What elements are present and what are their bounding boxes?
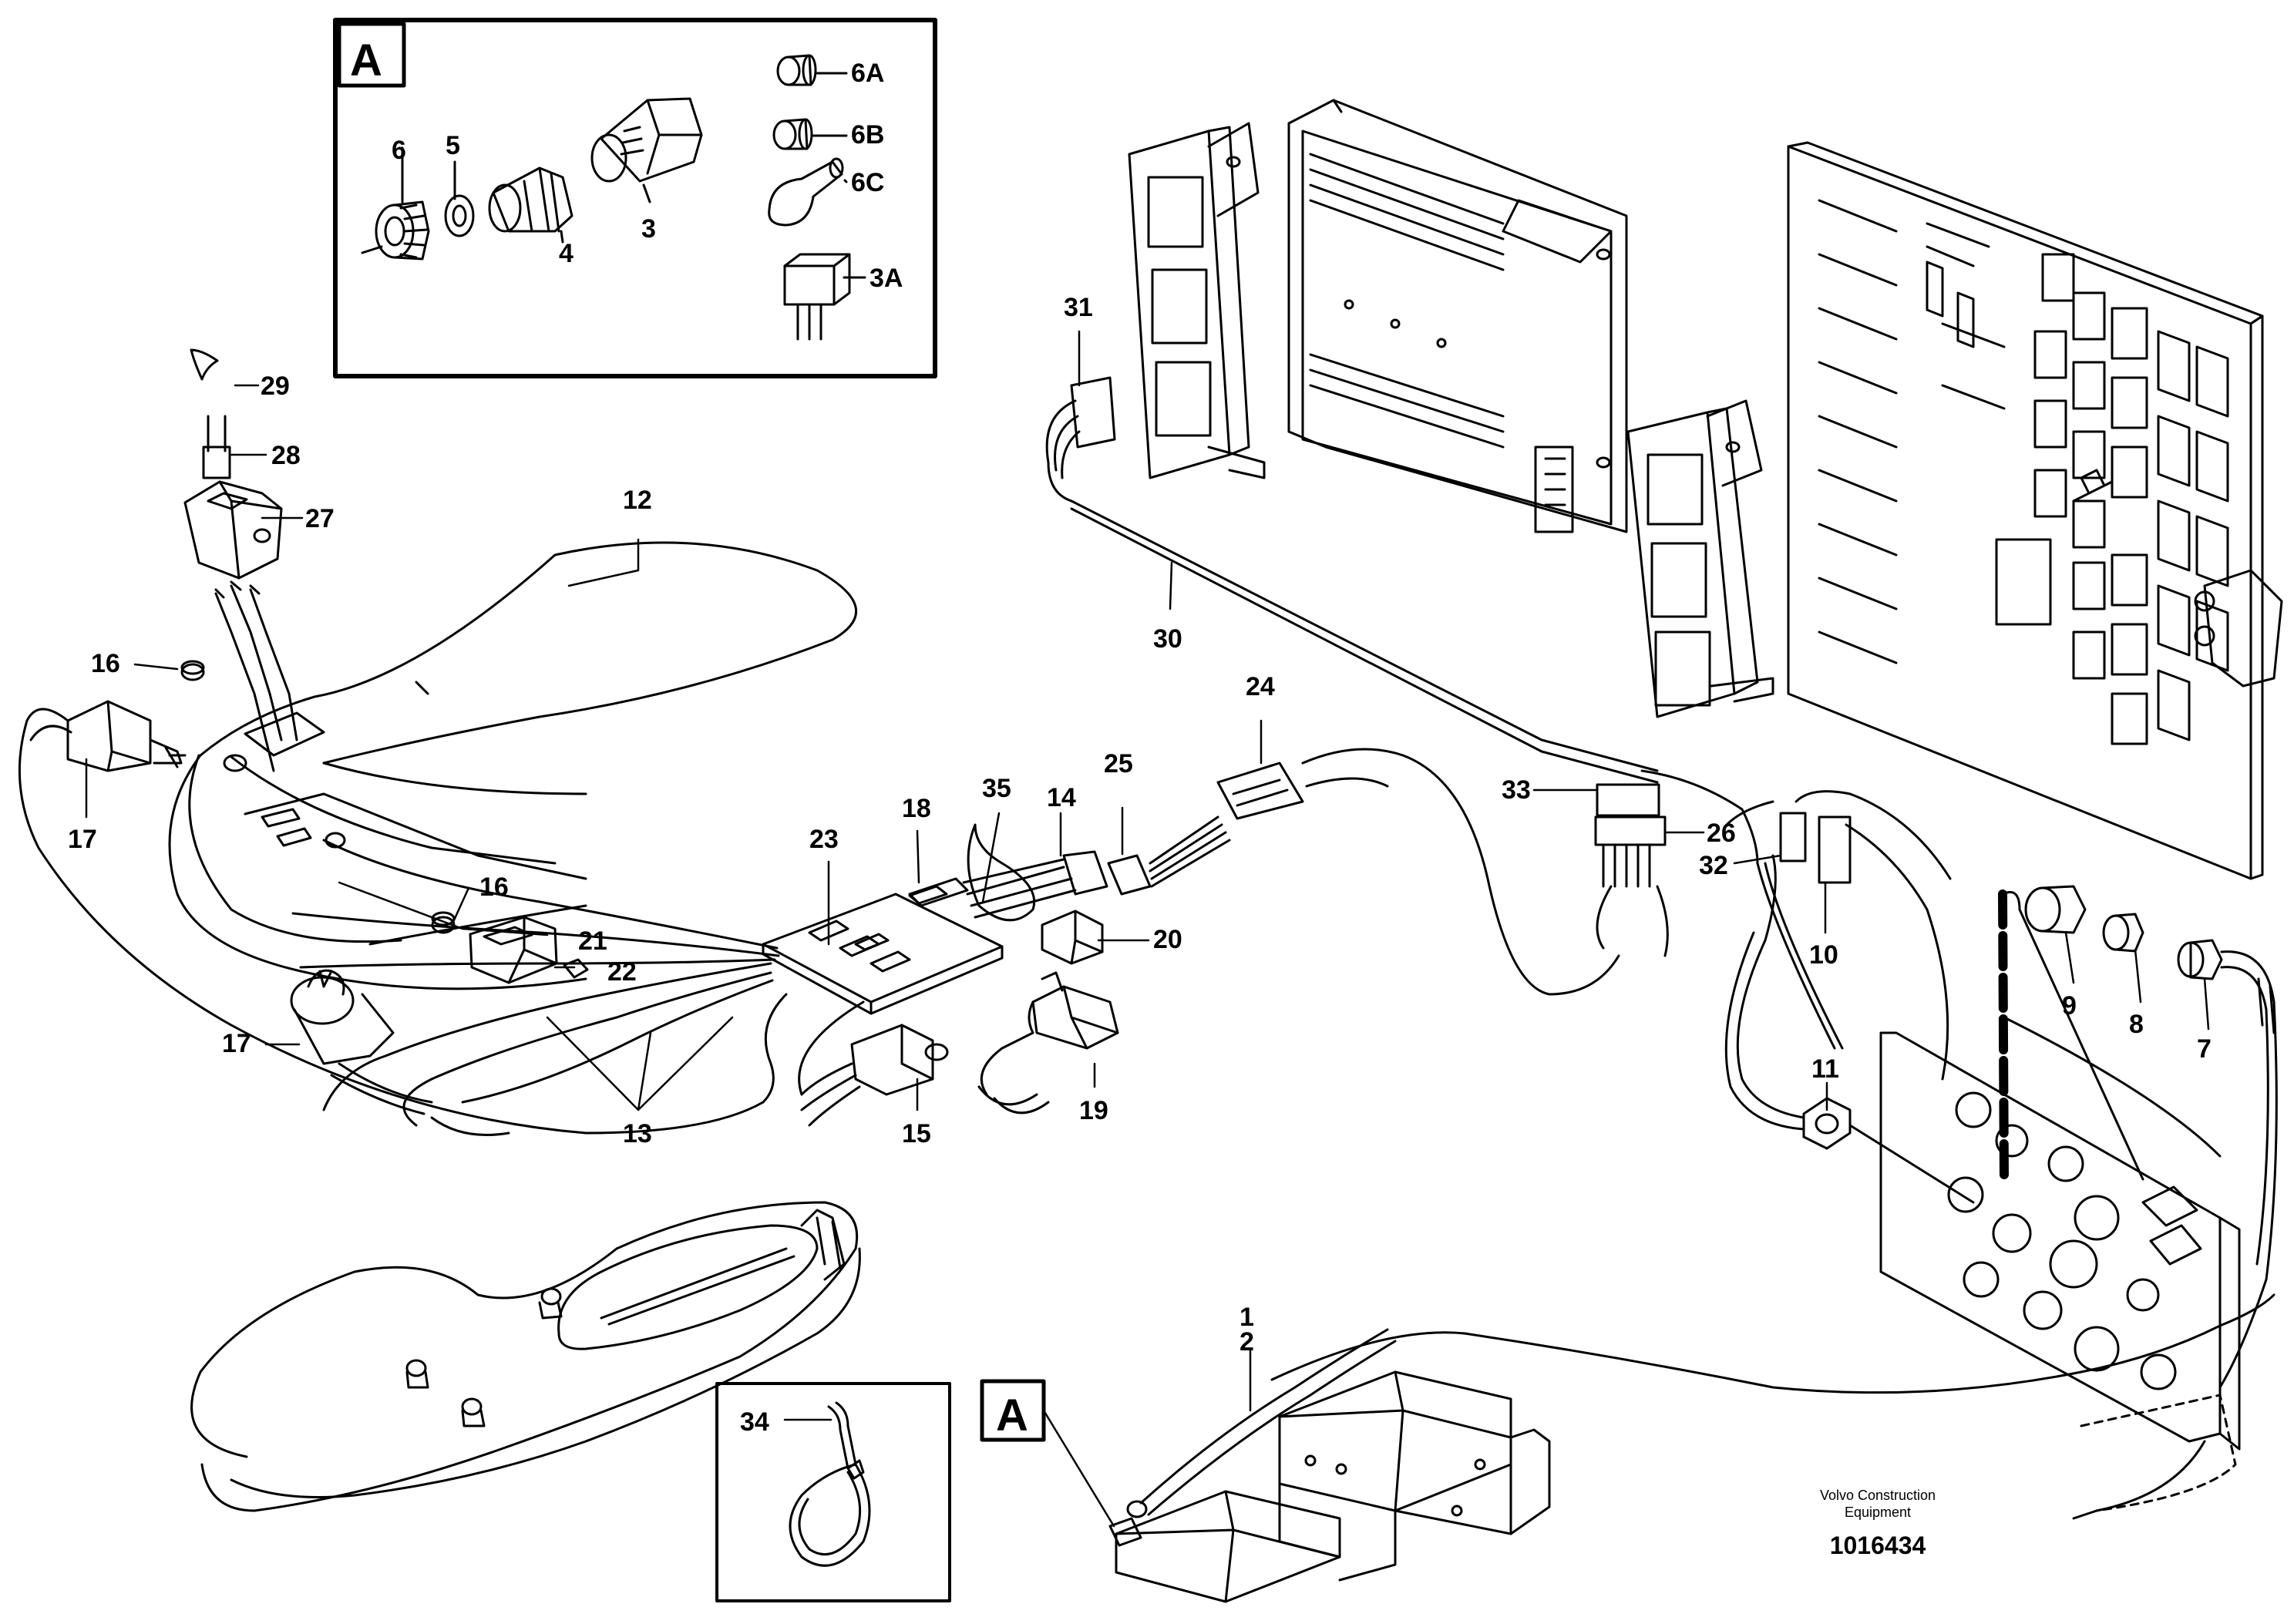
routing-line: [1998, 889, 2009, 1184]
callout-12: 12: [623, 486, 652, 515]
callout-13: 13: [623, 1119, 652, 1148]
connector-15: [798, 1000, 949, 1127]
callout-11: 11: [1811, 1054, 1839, 1084]
panel-cable: [1270, 1324, 2222, 1394]
callout-22: 22: [607, 957, 637, 987]
callout-24: 24: [1246, 672, 1275, 701]
callout-30: 30: [1153, 624, 1182, 654]
callout-23: 23: [809, 825, 839, 854]
callout-3a: 3A: [870, 264, 903, 293]
callout-31: 31: [1064, 293, 1093, 322]
relay-circuit-board: [1787, 141, 2283, 880]
wiring-harness: [18, 719, 788, 1136]
mounting-bracket-left: [1128, 122, 1266, 479]
callout-21: 21: [578, 926, 607, 956]
callout-18: 18: [902, 794, 931, 823]
callout-6a: 6A: [851, 59, 884, 88]
module-harness: [1045, 376, 1844, 1050]
callout-3: 3: [641, 214, 656, 244]
push-button-switch: [183, 348, 298, 772]
connector-33-26: [1594, 783, 1669, 957]
nut-11: [1724, 854, 1852, 1150]
leader-lines: [85, 330, 2210, 1528]
callout-26: 26: [1707, 819, 1736, 848]
callout-19: 19: [1079, 1096, 1108, 1125]
armrest-shell: [168, 541, 858, 990]
cable-glands: [2024, 885, 2278, 1389]
callout-20: 20: [1153, 925, 1182, 954]
callout-6c: 6C: [851, 168, 884, 197]
callout-14: 14: [1047, 783, 1076, 812]
toggle-switch-upper: [25, 700, 187, 772]
callout-33: 33: [1502, 775, 1531, 805]
callout-17-lower: 17: [222, 1029, 251, 1058]
connector-32-10: [1725, 790, 1952, 1081]
inset-letter-box: [337, 22, 406, 88]
credit-line-2: Equipment: [1845, 1505, 1911, 1520]
callout-32: 32: [1699, 851, 1728, 880]
box-assembly: [1108, 1328, 1551, 1603]
callout-35: 35: [982, 774, 1011, 803]
electronic-control-unit: [1287, 99, 1628, 533]
callout-15: 15: [902, 1119, 931, 1148]
callout-10: 10: [1809, 940, 1838, 970]
cable-tie-inset: [715, 1382, 951, 1602]
reference-letter: A: [996, 1390, 1028, 1441]
callout-7: 7: [2197, 1034, 2212, 1064]
callout-27: 27: [305, 504, 335, 533]
callout-29: 29: [261, 372, 290, 401]
drawing-number: 1016434: [1830, 1532, 1926, 1559]
callout-34: 34: [740, 1407, 769, 1437]
connector-19: [977, 971, 1119, 1115]
callout-16-lower: 16: [479, 873, 509, 902]
callout-2: 2: [1240, 1327, 1254, 1357]
relay: [1041, 910, 1104, 965]
mounting-panel: [1848, 1016, 2241, 1451]
callout-17-upper: 17: [68, 825, 97, 854]
circuit-board: [762, 885, 1004, 1015]
callout-6: 6: [392, 136, 406, 165]
rocker-switch: [469, 916, 589, 984]
cap-icon: [180, 663, 205, 681]
callout-28: 28: [271, 441, 301, 470]
callout-16-upper: 16: [91, 649, 120, 678]
callout-5: 5: [446, 131, 460, 160]
callout-1: 1: [1240, 1303, 1254, 1332]
cable-tie: [967, 823, 1036, 922]
armrest-base: [190, 1201, 861, 1512]
callout-25: 25: [1104, 749, 1133, 778]
mounting-bracket-right: [1626, 399, 1774, 718]
callout-9: 9: [2062, 991, 2077, 1020]
credit-line-1: Volvo Construction: [1820, 1488, 1936, 1503]
callout-6b: 6B: [851, 120, 884, 150]
inset-detail-box: [333, 18, 937, 378]
callout-4: 4: [559, 239, 574, 268]
toggle-switch-lower: [290, 969, 433, 1115]
inset-letter: A: [350, 35, 382, 86]
callout-8: 8: [2129, 1010, 2144, 1039]
